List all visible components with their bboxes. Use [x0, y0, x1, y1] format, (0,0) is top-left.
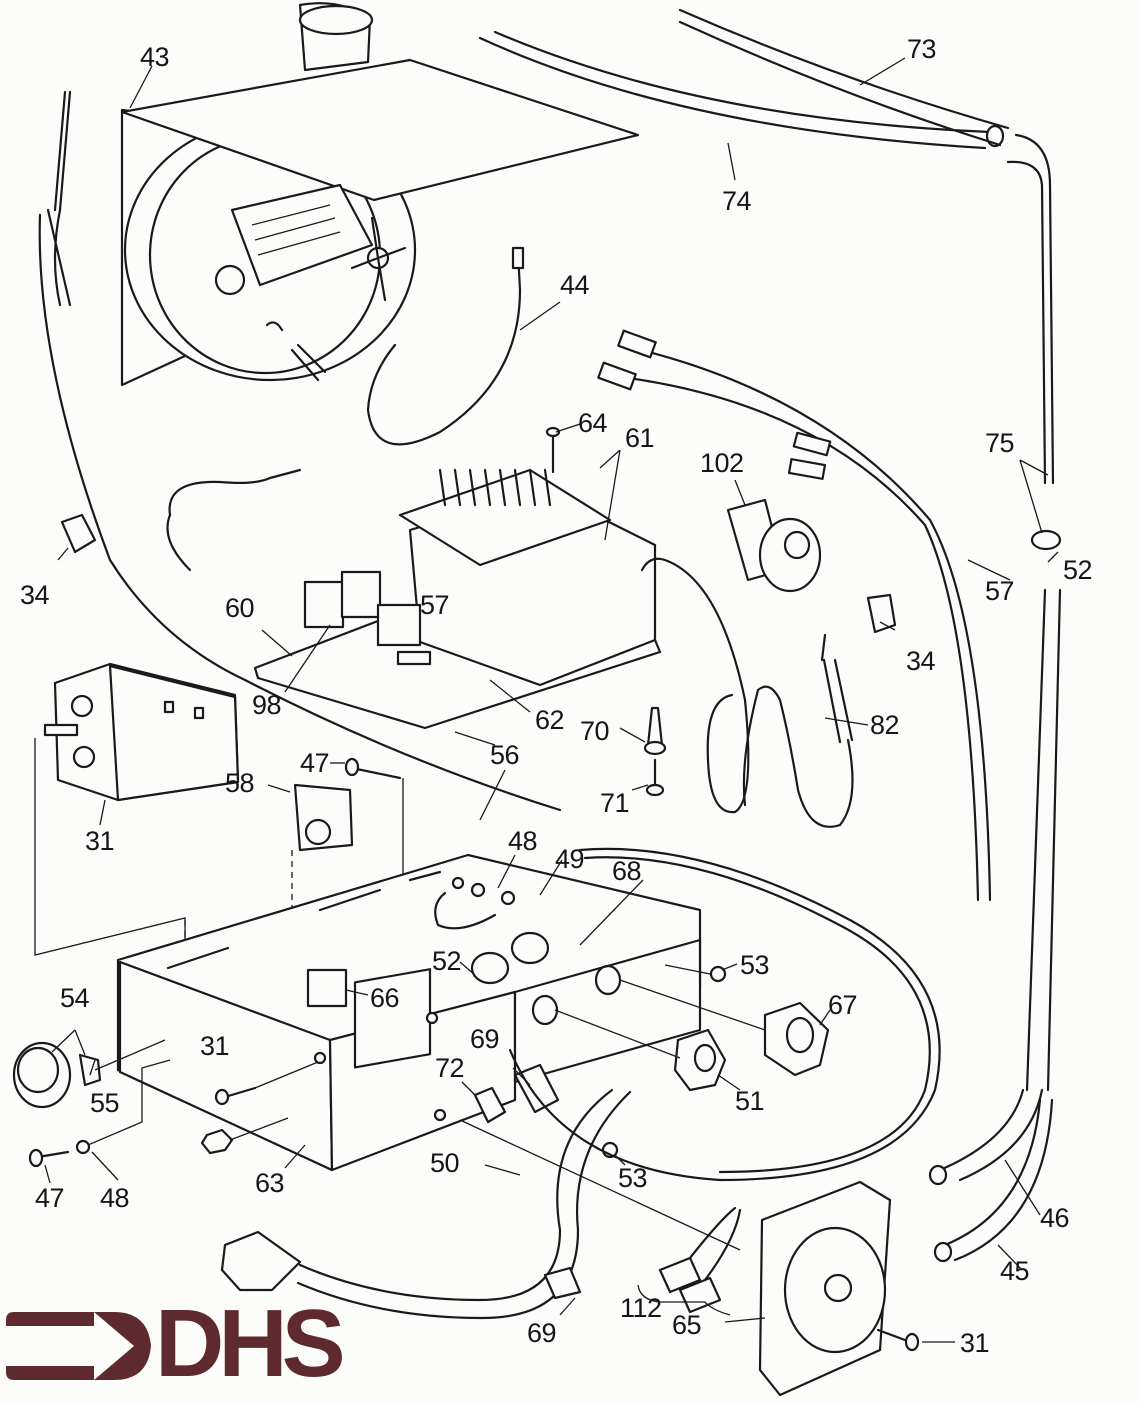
- long-wire: [38, 213, 562, 812]
- callout-47-top: 47: [300, 748, 330, 778]
- gland-51: [673, 1028, 727, 1092]
- callout-31-pressure: 31: [960, 1328, 990, 1358]
- callout-70: 70: [580, 716, 610, 746]
- callout-82: 82: [870, 710, 900, 740]
- callout-49: 49: [555, 844, 585, 874]
- earth-lead: [434, 891, 497, 930]
- callout-102: 102: [700, 448, 744, 478]
- callout-52-top: 52: [1063, 555, 1093, 585]
- callout-53-bottom: 53: [618, 1163, 648, 1193]
- callout-73: 73: [907, 34, 937, 64]
- callout-53-right: 53: [740, 950, 770, 980]
- callout-48-bottom: 48: [100, 1183, 130, 1213]
- tube-75-upper: [1006, 133, 1055, 485]
- callout-47-bottom: 47: [35, 1183, 65, 1213]
- knob-54: [12, 1041, 102, 1109]
- tube-75-lower: [1025, 588, 1062, 1092]
- electrode-82: [820, 633, 854, 744]
- clip-34a: [60, 513, 97, 554]
- callout-112: 112: [620, 1293, 662, 1323]
- callout-45: 45: [1000, 1256, 1030, 1286]
- callout-56: 56: [490, 740, 520, 770]
- callout-48-top: 48: [508, 826, 538, 856]
- callout-46: 46: [1040, 1203, 1070, 1233]
- clip-34b: [866, 593, 897, 634]
- callout-74: 74: [722, 186, 752, 216]
- callout-55: 55: [90, 1088, 120, 1118]
- callout-50: 50: [430, 1148, 460, 1178]
- hose-45: [943, 1098, 1054, 1262]
- hose-73: [478, 30, 992, 150]
- callout-75: 75: [985, 428, 1015, 458]
- callout-54: 54: [60, 983, 90, 1013]
- callout-51: 51: [735, 1086, 765, 1116]
- power-cable-50: [296, 1088, 632, 1320]
- control-box-63: [116, 853, 702, 1172]
- callout-68: 68: [612, 856, 642, 886]
- callout-44: 44: [560, 270, 590, 300]
- brand-logo: [6, 1312, 151, 1380]
- switch-102: [726, 498, 822, 593]
- hose-46: [938, 1088, 1044, 1182]
- callout-34-right: 34: [906, 646, 936, 676]
- gland-67: [763, 1001, 830, 1077]
- sensor-lead: [168, 468, 302, 517]
- callout-98: 98: [252, 690, 282, 720]
- callout-69-top: 69: [470, 1024, 500, 1054]
- grommet-52: [1030, 529, 1062, 551]
- clip-69b: [543, 1266, 582, 1300]
- callout-57-board: 57: [420, 590, 450, 620]
- callout-66: 66: [370, 983, 400, 1013]
- callout-64: 64: [578, 408, 608, 438]
- control-board: [253, 468, 662, 730]
- callout-60: 60: [225, 593, 255, 623]
- callout-63: 63: [255, 1168, 285, 1198]
- leader-lines: [44, 57, 1059, 1343]
- pressure-switch-65: [758, 1180, 892, 1397]
- nut-53a: [709, 965, 727, 983]
- sensor-probe: [53, 90, 72, 212]
- callout-43: 43: [140, 42, 170, 72]
- callout-65: 65: [672, 1310, 702, 1340]
- callout-72: 72: [435, 1053, 465, 1083]
- plug: [220, 1230, 302, 1292]
- fan-assembly: [120, 2, 640, 387]
- clip-72: [473, 1086, 507, 1124]
- clip-69a: [513, 1063, 560, 1114]
- wire-loop: [508, 847, 941, 1182]
- callout-61: 61: [625, 423, 655, 453]
- probe-wire: [46, 208, 72, 307]
- callout-69-bottom: 69: [527, 1318, 557, 1348]
- thermostat-31: [43, 662, 240, 802]
- arrow-right-icon: [6, 1312, 151, 1380]
- callout-52-box: 52: [432, 946, 462, 976]
- brand-name: DHS: [155, 1290, 346, 1397]
- connectors-112: [658, 1256, 702, 1294]
- hose-74-upper: [678, 8, 1010, 147]
- callout-58: 58: [225, 768, 255, 798]
- callout-31-screw: 31: [200, 1031, 230, 1061]
- callout-34-left: 34: [20, 580, 50, 610]
- callout-67: 67: [828, 990, 858, 1020]
- callout-62: 62: [535, 705, 565, 735]
- harness-57: [618, 343, 992, 902]
- callout-57-harness: 57: [985, 576, 1015, 606]
- callout-31-thermostat: 31: [85, 826, 115, 856]
- lead-44: [366, 250, 522, 446]
- callout-71: 71: [600, 788, 630, 818]
